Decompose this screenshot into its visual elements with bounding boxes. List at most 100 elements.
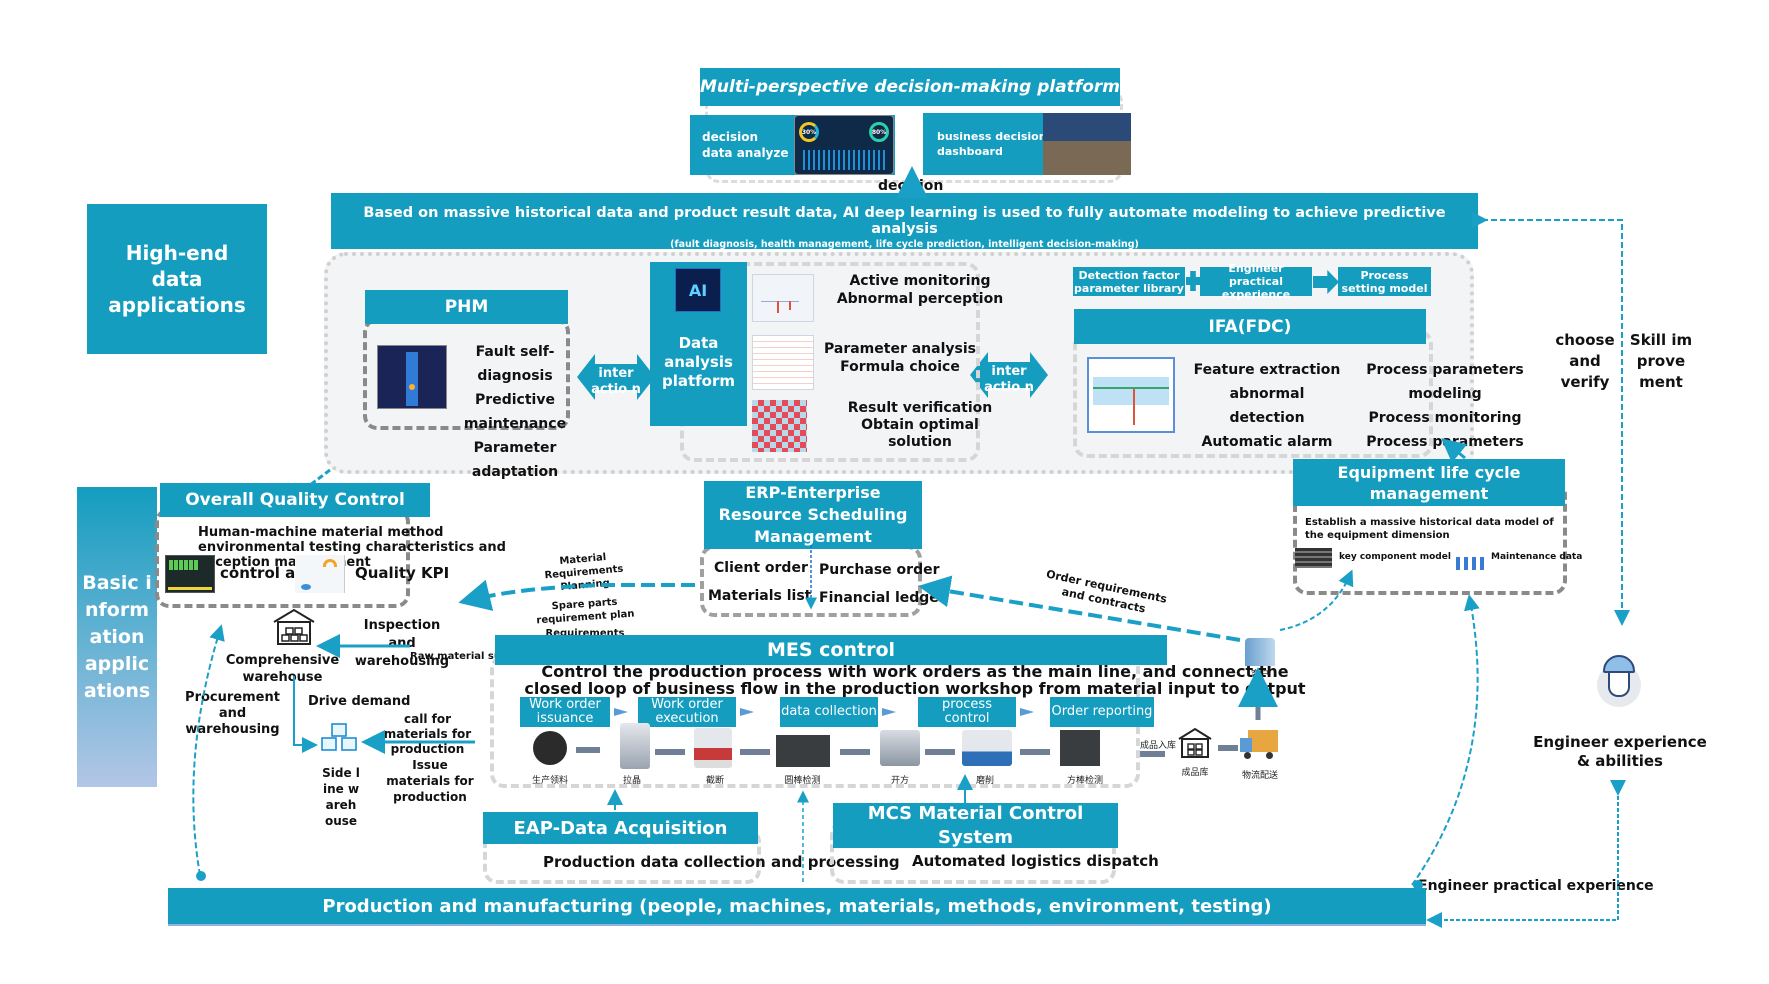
mes-desc: Control the production process with work… (524, 662, 1306, 698)
donut-chart-icon: 30% (799, 122, 819, 142)
mes-step-2: Work order execution (638, 697, 736, 727)
station-label: 方棒检测 (1066, 776, 1103, 786)
production-to-equipment-connector (1411, 594, 1480, 886)
choose-verify-label: choose and verify (1555, 331, 1615, 391)
fdc-chart-thumbnail (1087, 357, 1175, 433)
quality-kpi-thumbnail (295, 555, 345, 593)
finished-in-label: 成品入库 (1139, 741, 1176, 751)
bar-chart-icon (803, 150, 885, 170)
erp-cell-purchase-order: Purchase order (819, 562, 940, 578)
phm-equipment-image (377, 345, 447, 409)
equipment-item-key-component: key component model (1339, 552, 1451, 562)
crystal-pulling-machine-image (620, 723, 650, 769)
material-planning-label: Material Requirements Planning (544, 552, 624, 594)
mes-title: MES control (495, 635, 1167, 665)
mes-step-1: Work order issuance (520, 697, 610, 727)
eap-title: EAP-Data Acquisition (483, 812, 758, 844)
mcs-desc: Automated logistics dispatch (912, 852, 1159, 870)
erp-cell-materials-list: Materials list (708, 588, 812, 604)
grinding-machine-image (962, 730, 1012, 766)
customer-building-icon (1245, 638, 1275, 666)
erp-frame (700, 545, 922, 617)
phm-title: PHM (365, 290, 568, 324)
engineer-to-production-connector (1426, 780, 1626, 928)
ai-chip-icon: AI (675, 268, 721, 312)
station-label: 圆棒检测 (784, 776, 821, 786)
decision-data-card[interactable]: decision data analyze 30% 80% (690, 115, 895, 175)
issue-materials-label: Issue materials for production (386, 758, 474, 804)
call-materials-label: call for materials for production (383, 712, 472, 756)
anomaly-chart-thumbnail (752, 274, 814, 322)
data-platform-title: Data analysis platform (661, 334, 736, 390)
warehouse-icon (272, 608, 316, 646)
decision-platform-title: Multi-perspective decision-making platfo… (700, 68, 1120, 106)
ai-banner-sub: (fault diagnosis, health management, lif… (670, 239, 1139, 250)
double-arrow-icon (577, 354, 655, 400)
decision-label: decision (878, 178, 944, 194)
cutting-machine-image (694, 728, 732, 768)
equipment-item-maintenance: Maintenance data (1491, 552, 1583, 562)
ifa-chain-step-3: Process setting model (1338, 267, 1431, 296)
warehouse-to-sideline-arrow (293, 676, 318, 753)
production-bar: Production and manufacturing (people, ma… (168, 888, 1426, 926)
erp-cell-client-order: Client order (714, 560, 808, 576)
ai-banner: Based on massive historical data and pro… (331, 193, 1478, 250)
raw-suppliers-label: Raw material suppliers (410, 651, 540, 662)
basic-layer-label: Basic information applications (77, 487, 157, 787)
equipment-desc: Establish a massive historical data mode… (1305, 517, 1554, 541)
round-rod-inspection-image (776, 735, 830, 767)
business-dashboard-label: business decision dashboard (937, 130, 1047, 158)
station-label: 拉晶 (622, 776, 641, 786)
station-label: 截断 (705, 776, 724, 786)
ifa-col-1: Feature extraction abnormal detection Au… (1193, 362, 1341, 450)
decision-data-label: decision data analyze (702, 130, 789, 160)
phm-item: Fault self-diagnosis (475, 344, 555, 384)
side-line-warehouse-icon (318, 722, 362, 758)
ifa-chain-step-2: Engineer practical experience (1200, 262, 1312, 301)
finished-store-label: 成品库 (1181, 768, 1209, 778)
phm-item: maintenance (463, 416, 567, 432)
logistics-label: 物流配送 (1241, 771, 1278, 781)
quality-item-control: control ar (220, 564, 303, 582)
data-platform-group-1: Active monitoring Abnormal perception (836, 273, 1004, 307)
customer-label: 客户 (1250, 670, 1269, 680)
parameter-table-thumbnail (752, 335, 814, 390)
inspection-label: Inspection and warehousing (354, 618, 450, 669)
logistics-truck-icon (1240, 726, 1280, 760)
phm-item: Predictive (475, 392, 555, 408)
finished-warehouse-icon (1177, 727, 1213, 759)
phm-items: Fault self-diagnosis Predictive maintena… (440, 340, 590, 484)
procurement-label: Procurement and warehousing (185, 690, 280, 737)
mes-step-3: data collection (780, 697, 878, 727)
squaring-machine-image (880, 730, 920, 766)
square-rod-inspection-image (1060, 730, 1100, 766)
correlation-heatmap-thumbnail (752, 400, 807, 452)
data-platform-title-block: AI Data analysis platform (650, 262, 747, 426)
quality-item-kpi: Quality KPI (355, 564, 450, 582)
station-label: 生产领料 (531, 776, 568, 786)
order-requirements-label: Order requirements and contracts (1044, 567, 1169, 616)
high-end-layer-label: High-end data applications (87, 204, 267, 354)
phm-item: adaptation (471, 464, 559, 480)
engineer-avatar-icon (1593, 655, 1645, 711)
interaction-arrow-left: inter actio n (577, 354, 655, 400)
engineer-experience-label: Engineer experience & abilities (1533, 733, 1707, 770)
erp-cell-financial-ledger: Financial ledger (819, 590, 946, 606)
mes-step-4: process control (918, 697, 1016, 727)
control-room-thumbnail (1043, 113, 1131, 175)
business-dashboard-card[interactable]: business decision dashboard (923, 113, 1131, 175)
production-to-quality-connector (192, 624, 225, 876)
dashboard-thumbnail: 30% 80% (794, 115, 894, 175)
erp-title: ERP-Enterprise Resource Scheduling Manag… (704, 481, 922, 549)
drive-demand-label: Drive demand (308, 694, 411, 709)
engineer-practical-label: Engineer practical experience (1418, 878, 1654, 894)
quality-title: Overall Quality Control (160, 483, 430, 517)
side-line-warehouse-label: Side line wareh ouse (322, 766, 360, 828)
donut-chart-icon: 80% (869, 122, 889, 142)
ai-banner-main: Based on massive historical data and pro… (363, 205, 1446, 237)
phm-item: Parameter (473, 440, 557, 456)
double-arrow-icon (970, 352, 1048, 398)
bar-chart-thumbnail (1452, 548, 1488, 570)
data-platform-group-2: Parameter analysis Formula choice (824, 341, 976, 375)
station-label: 开方 (890, 776, 909, 786)
